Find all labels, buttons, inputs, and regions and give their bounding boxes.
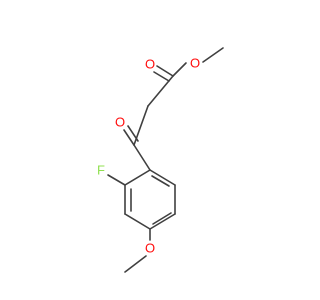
bond-ring-inner-b [152, 212, 172, 225]
ester-carbonyl-oxygen-label: O [145, 57, 155, 72]
bond-ring-3-4 [124, 213, 151, 230]
bond-ring-6-1 [149, 169, 176, 186]
bond-ketone-carbon-ring [133, 144, 151, 171]
bond-ring-inner-c [151, 175, 170, 187]
ether-oxygen-label: O [190, 56, 200, 71]
bond-ring-4-5 [149, 213, 176, 230]
bond-ketone-carbonyl-1 [123, 129, 135, 146]
bond-ester-oxygen-carbon [172, 62, 187, 77]
atom-labels: O O O F O [97, 56, 200, 256]
bond-ring-1-2 [124, 169, 151, 186]
molecule-structure: O O O F O [97, 47, 224, 273]
bond-ester-carbonyl-1 [156, 65, 174, 77]
methoxy-oxygen-label: O [145, 241, 155, 256]
fluorine-label: F [97, 163, 105, 178]
bonds [107, 47, 224, 273]
ketone-oxygen-label: O [115, 115, 125, 130]
bond-ketone-carbonyl-2 [127, 125, 139, 142]
bond-ester-carbonyl-2 [153, 71, 170, 82]
bond-ester-carbon-methylene [147, 75, 174, 107]
bond-ring-fluorine [107, 174, 126, 186]
bond-methyl-ester-oxygen [202, 47, 224, 63]
bond-methoxy-methyl [124, 255, 147, 273]
